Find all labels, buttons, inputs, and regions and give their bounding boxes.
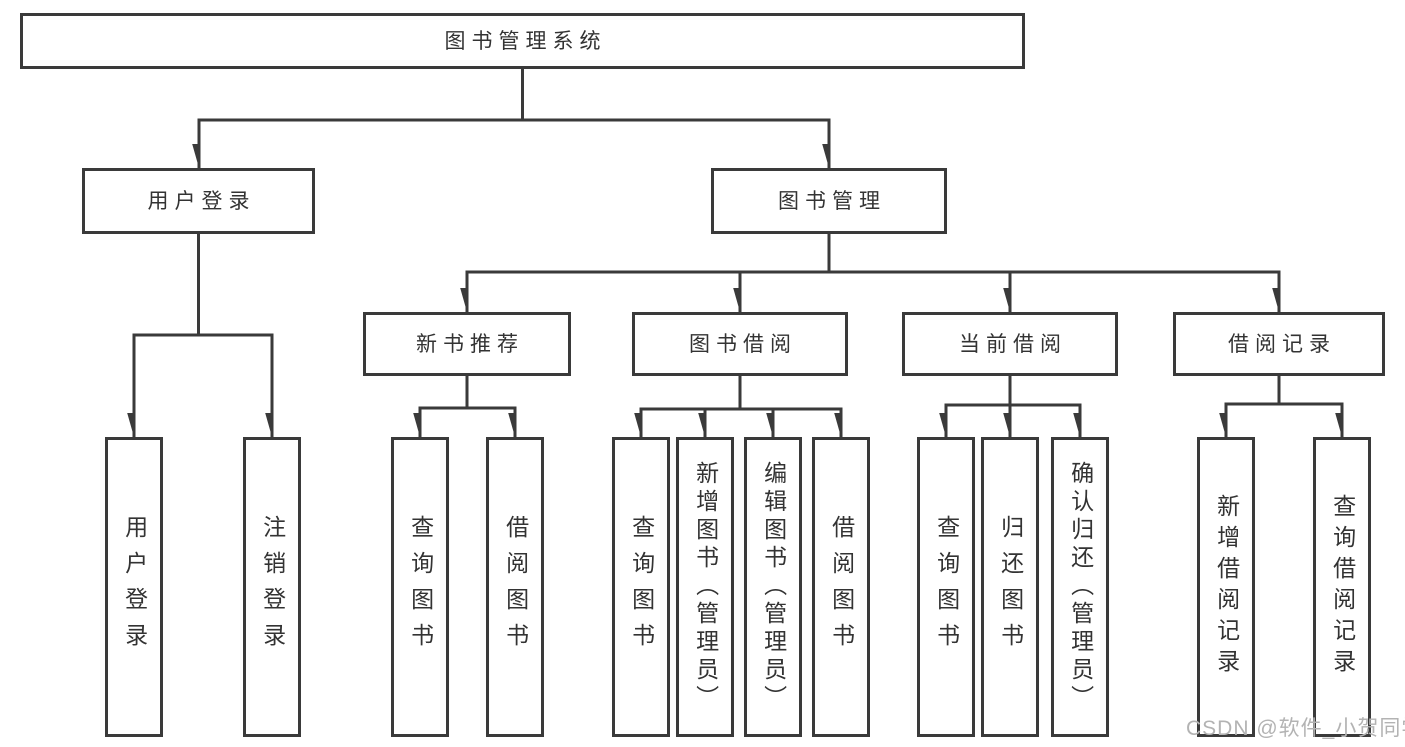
node-user-login: 用户登录 (82, 168, 315, 234)
connector-root (199, 67, 831, 170)
leaf-bookborrow-borrow: 借阅图书 (812, 437, 870, 737)
leaf-bookborrow-query: 查询图书 (612, 437, 670, 737)
leaf-bookborrow-add-admin: 新增图书（管理员） (676, 437, 734, 737)
watermark: CSDN @软件_小贺同学 (1186, 717, 1405, 740)
connector-borrow-records (1226, 374, 1344, 439)
leaf-currentborrow-query: 查询图书 (917, 437, 975, 737)
leaf-newbook-query: 查询图书 (391, 437, 449, 737)
connector-book-management (467, 232, 1281, 314)
leaf-records-add: 新增借阅记录 (1197, 437, 1255, 737)
leaf-currentborrow-confirm-return-admin: 确认归还（管理员） (1051, 437, 1109, 737)
node-borrow-records: 借阅记录 (1173, 312, 1385, 376)
connector-user-login (134, 232, 274, 439)
node-current-borrow: 当前借阅 (902, 312, 1118, 376)
node-root: 图书管理系统 (20, 13, 1025, 69)
node-book-borrow: 图书借阅 (632, 312, 848, 376)
connector-book-borrow (641, 374, 843, 439)
leaf-newbook-borrow: 借阅图书 (486, 437, 544, 737)
connector-new-book-recommend (420, 374, 517, 439)
connector-current-borrow (946, 374, 1082, 439)
leaf-user-login-logout: 注销登录 (243, 437, 301, 737)
leaf-currentborrow-return: 归还图书 (981, 437, 1039, 737)
node-book-management: 图书管理 (711, 168, 947, 234)
leaf-bookborrow-edit-admin: 编辑图书（管理员） (744, 437, 802, 737)
node-new-book-recommend: 新书推荐 (363, 312, 571, 376)
leaf-user-login-login: 用户登录 (105, 437, 163, 737)
leaf-records-query: 查询借阅记录 (1313, 437, 1371, 737)
